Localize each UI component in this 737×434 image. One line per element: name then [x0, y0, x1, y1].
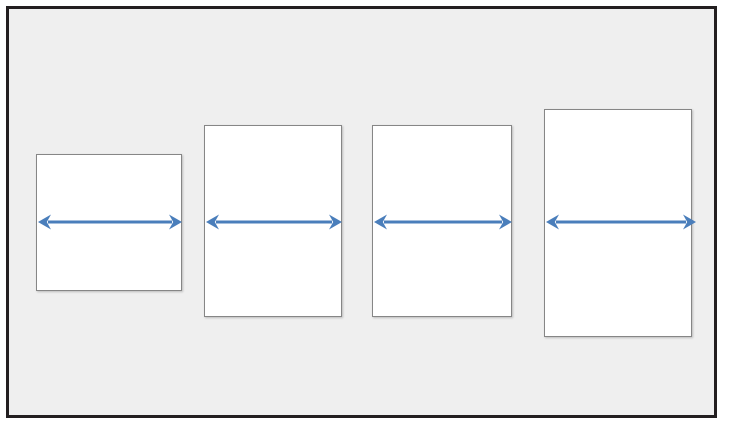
rectangle-3[interactable]: Rectangle 3: [372, 125, 512, 317]
rectangle-4-label: Rectangle 4: [545, 110, 546, 111]
rectangle-2-label: Rectangle 2: [205, 126, 206, 127]
slide-frame: Rectangle 1 Rectangle 2 Rectangle 3 Rect…: [6, 6, 717, 418]
slide-canvas[interactable]: Rectangle 1 Rectangle 2 Rectangle 3 Rect…: [9, 9, 714, 415]
rectangle-1[interactable]: Rectangle 1: [36, 154, 182, 291]
rectangle-3-label: Rectangle 3: [373, 126, 374, 127]
rectangle-4[interactable]: Rectangle 4: [544, 109, 692, 337]
rectangle-1-label: Rectangle 1: [37, 155, 38, 156]
rectangle-2[interactable]: Rectangle 2: [204, 125, 342, 317]
